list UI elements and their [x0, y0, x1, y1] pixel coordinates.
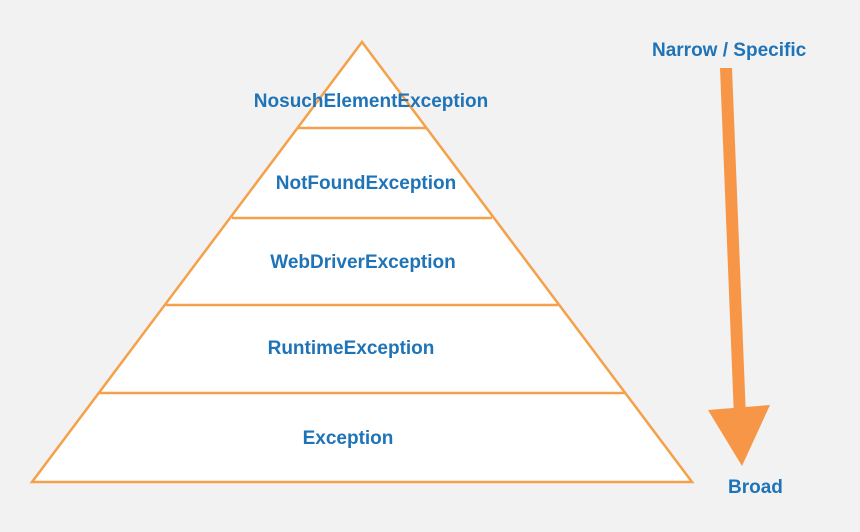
- pyramid-level-3-label: WebDriverException: [270, 252, 456, 273]
- pyramid-outline: [29, 39, 695, 484]
- arrow-bottom-label: Broad: [728, 477, 783, 498]
- down-arrow-icon: [708, 68, 770, 466]
- down-arrow-shaft: [720, 68, 746, 418]
- pyramid-level-5-label: Exception: [302, 428, 394, 449]
- arrow-top-label: Narrow / Specific: [652, 40, 807, 61]
- pyramid-level-2-label: NotFoundException: [275, 173, 457, 194]
- down-arrow-head: [708, 405, 770, 466]
- pyramid-level-4-label: RuntimeException: [267, 338, 435, 359]
- pyramid-level-1-label: NosuchElementException: [253, 91, 489, 112]
